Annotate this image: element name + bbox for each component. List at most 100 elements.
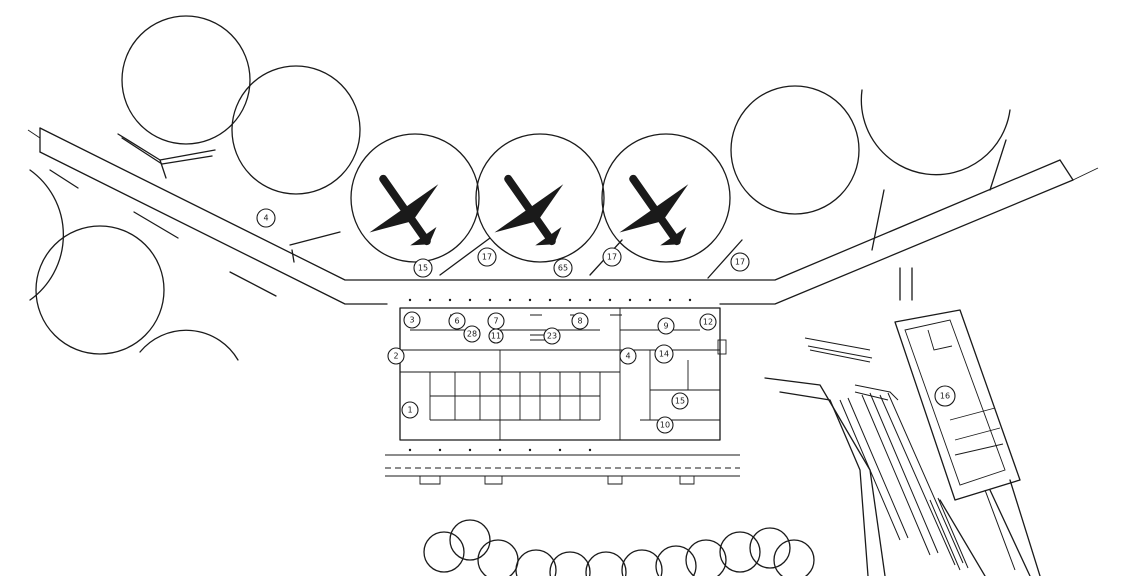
svg-text:15: 15 bbox=[675, 397, 685, 406]
parking-row bbox=[854, 384, 899, 401]
pier-end-left bbox=[27, 129, 41, 139]
callouts: 4 15 17 65 17 17 3 6 bbox=[256, 208, 956, 434]
callout-room-2: 2 bbox=[387, 347, 405, 365]
tree bbox=[585, 551, 627, 576]
svg-text:8: 8 bbox=[577, 317, 582, 326]
callout-room-14: 14 bbox=[654, 344, 674, 364]
structure-details bbox=[927, 329, 1004, 456]
stand-circle bbox=[475, 133, 605, 263]
callout-room-4: 4 bbox=[619, 347, 637, 365]
stand-circle bbox=[350, 133, 480, 263]
pier-outer-edge bbox=[39, 127, 1061, 281]
callout-room-15: 15 bbox=[671, 392, 689, 410]
callout-room-8: 8 bbox=[571, 312, 589, 330]
callout-room-23: 23 bbox=[543, 327, 561, 345]
service-road bbox=[779, 391, 869, 576]
svg-text:7: 7 bbox=[493, 317, 498, 326]
stand-circle bbox=[35, 225, 165, 355]
pier-inner-edge bbox=[39, 151, 1074, 305]
room-partition bbox=[400, 349, 620, 440]
aircraft-stands bbox=[29, 15, 1011, 361]
svg-text:14: 14 bbox=[659, 350, 669, 359]
svg-text:17: 17 bbox=[607, 253, 617, 262]
stand-circle-partial bbox=[860, 89, 1011, 176]
jet-bridge bbox=[707, 239, 743, 279]
svg-text:4: 4 bbox=[625, 352, 630, 361]
stand-circle bbox=[231, 65, 361, 195]
svg-text:1: 1 bbox=[407, 406, 412, 415]
svg-text:3: 3 bbox=[409, 316, 414, 325]
jet-bridge bbox=[229, 271, 277, 297]
tree bbox=[655, 545, 697, 576]
service-road bbox=[764, 377, 886, 576]
tree-row bbox=[423, 519, 815, 576]
callout-room-1: 1 bbox=[401, 401, 419, 419]
callout-gate-65: 65 bbox=[553, 258, 573, 278]
parking-row bbox=[929, 497, 969, 571]
callout-gate-15: 15 bbox=[413, 258, 433, 278]
tree bbox=[477, 539, 519, 576]
callout-room-6: 6 bbox=[448, 312, 466, 330]
svg-text:17: 17 bbox=[482, 253, 492, 262]
parking-rows bbox=[804, 337, 1016, 571]
road-edge bbox=[939, 499, 986, 576]
svg-text:65: 65 bbox=[558, 264, 568, 273]
svg-text:16: 16 bbox=[940, 392, 950, 401]
road-edge bbox=[1009, 479, 1041, 576]
tree bbox=[749, 527, 791, 569]
jet-bridge bbox=[871, 189, 885, 251]
jet-bridge bbox=[49, 169, 79, 189]
pier-end-right bbox=[1072, 167, 1099, 181]
stand-circle bbox=[121, 15, 251, 145]
svg-text:6: 6 bbox=[454, 317, 459, 326]
tree bbox=[549, 551, 591, 576]
svg-text:12: 12 bbox=[703, 318, 713, 327]
jet-bridge bbox=[439, 237, 491, 276]
jet-bridge bbox=[291, 249, 295, 263]
parking-row bbox=[839, 397, 909, 541]
callout-gate-17a: 17 bbox=[477, 247, 497, 267]
stand-circle-partial bbox=[29, 169, 64, 301]
tree bbox=[719, 531, 761, 573]
road-edge bbox=[989, 489, 1031, 576]
terminal-outline bbox=[399, 307, 721, 441]
callout-parking-16: 16 bbox=[934, 385, 956, 407]
svg-text:11: 11 bbox=[491, 332, 501, 341]
svg-text:28: 28 bbox=[467, 330, 477, 339]
svg-text:9: 9 bbox=[663, 322, 668, 331]
svg-text:2: 2 bbox=[393, 352, 398, 361]
airplane-icon bbox=[369, 174, 439, 246]
parking-area bbox=[764, 267, 1041, 576]
tree bbox=[423, 531, 465, 573]
jet-bridge bbox=[989, 139, 1007, 191]
landside-road bbox=[385, 454, 740, 485]
parking-row bbox=[804, 337, 873, 359]
parking-structure bbox=[894, 309, 1021, 501]
jet-bridge bbox=[117, 133, 216, 161]
svg-text:23: 23 bbox=[547, 332, 557, 341]
tree bbox=[515, 549, 557, 576]
canopy-bays bbox=[419, 476, 695, 485]
pier-concourse bbox=[27, 127, 1099, 305]
stand-circle bbox=[730, 85, 860, 215]
terminal-annex bbox=[717, 339, 727, 355]
svg-text:10: 10 bbox=[660, 421, 670, 430]
callout-room-28: 28 bbox=[463, 325, 481, 343]
parking-row bbox=[809, 349, 871, 363]
jet-bridges bbox=[49, 133, 1007, 297]
parking-row bbox=[879, 392, 964, 566]
parking-structure-inner bbox=[904, 319, 1006, 486]
svg-text:15: 15 bbox=[418, 264, 428, 273]
parking-row bbox=[984, 489, 1016, 571]
tree bbox=[449, 519, 491, 561]
svg-text:4: 4 bbox=[263, 214, 268, 223]
callout-airside-4: 4 bbox=[256, 208, 276, 228]
callout-room-9: 9 bbox=[657, 317, 675, 335]
aircraft bbox=[369, 174, 689, 246]
column-grid bbox=[408, 298, 692, 452]
callout-gate-17c: 17 bbox=[730, 252, 750, 272]
callout-room-11: 11 bbox=[488, 328, 504, 344]
jet-bridge bbox=[121, 137, 213, 165]
jet-bridge bbox=[159, 159, 167, 179]
